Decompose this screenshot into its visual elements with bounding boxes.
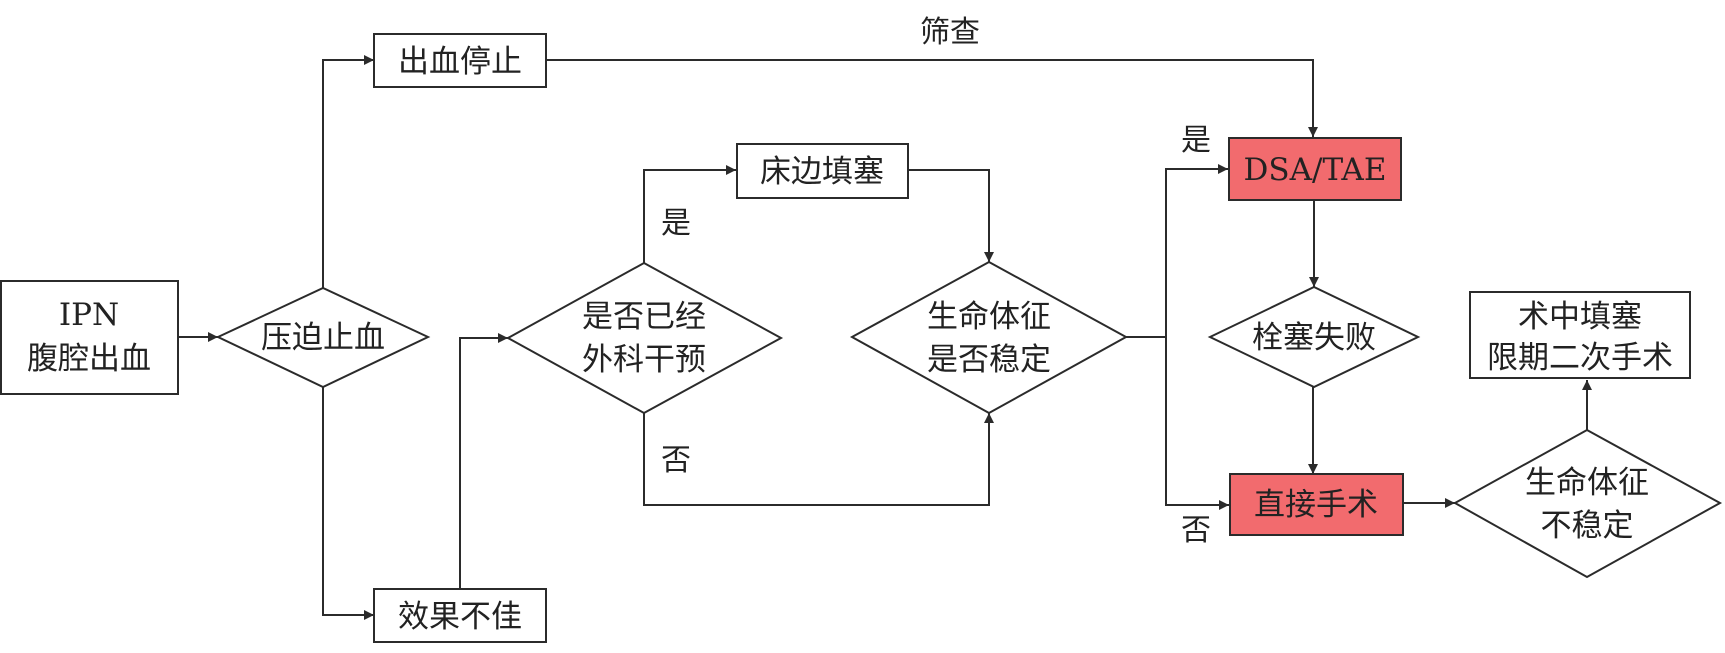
node-embolization-failed: 栓塞失败 [1207, 285, 1421, 389]
edge-surgical-no-to-vitals-q [643, 413, 994, 506]
node-vitals-question-line1: 生命体征 [927, 299, 1051, 335]
node-dsa-tae-label: DSA/TAE [1244, 152, 1387, 188]
edge-label-yes-surgical: 是 [661, 206, 691, 241]
node-ipn: IPN 腹腔出血 [0, 280, 179, 395]
edge-label-screening: 筛查 [920, 15, 980, 50]
edge-vitals-no-to-surgery [1165, 337, 1229, 510]
node-poor-effect-label: 效果不佳 [398, 599, 522, 635]
node-bedside-pack-label: 床边填塞 [760, 154, 884, 190]
node-vitals-question-line2: 是否稳定 [927, 342, 1051, 378]
node-ipn-line1: IPN [59, 297, 119, 333]
edge-label-no-stable: 否 [1181, 513, 1211, 548]
edge-vitals-yes-to-dsa [1165, 164, 1228, 337]
node-surgical-question-line1: 是否已经 [582, 299, 706, 335]
node-intraop-pack-line1: 术中填塞 [1518, 299, 1642, 335]
edge-compress-to-bleed-stop [322, 55, 374, 288]
node-bleed-stop-label: 出血停止 [398, 44, 522, 80]
edge-bedside-to-vitals-q [909, 169, 994, 262]
node-intraop-pack-line2: 限期二次手术 [1487, 340, 1673, 376]
edge-label-no-surgical: 否 [661, 443, 691, 478]
connectors [178, 55, 1592, 620]
node-vitals-unstable-line2: 不稳定 [1541, 508, 1634, 544]
edge-poor-effect-to-surgical-q [459, 333, 508, 588]
node-ipn-line2: 腹腔出血 [27, 341, 151, 377]
edge-compress-to-poor-effect [322, 387, 374, 620]
node-embolization-failed-label: 栓塞失败 [1252, 320, 1376, 356]
node-vitals-unstable-line1: 生命体征 [1525, 465, 1649, 501]
node-vitals-unstable: 生命体征 不稳定 [1452, 428, 1723, 579]
node-bedside-pack: 床边填塞 [736, 143, 909, 199]
edge-surgical-yes-to-bedside [643, 165, 736, 263]
node-vitals-question: 生命体征 是否稳定 [849, 260, 1129, 415]
node-bleed-stop: 出血停止 [373, 33, 547, 88]
node-direct-surgery-label: 直接手术 [1254, 487, 1378, 523]
node-poor-effect: 效果不佳 [373, 588, 547, 643]
edge-bleed-stop-to-dsa [547, 59, 1318, 137]
node-dsa-tae: DSA/TAE [1228, 137, 1402, 201]
node-surgical-question-line2: 外科干预 [582, 342, 706, 378]
node-compress: 压迫止血 [215, 286, 431, 389]
node-surgical-question: 是否已经 外科干预 [505, 261, 784, 415]
node-direct-surgery: 直接手术 [1229, 473, 1404, 536]
node-intraop-pack: 术中填塞 限期二次手术 [1469, 291, 1691, 379]
edge-label-yes-stable: 是 [1181, 123, 1211, 158]
node-compress-label: 压迫止血 [261, 320, 385, 356]
